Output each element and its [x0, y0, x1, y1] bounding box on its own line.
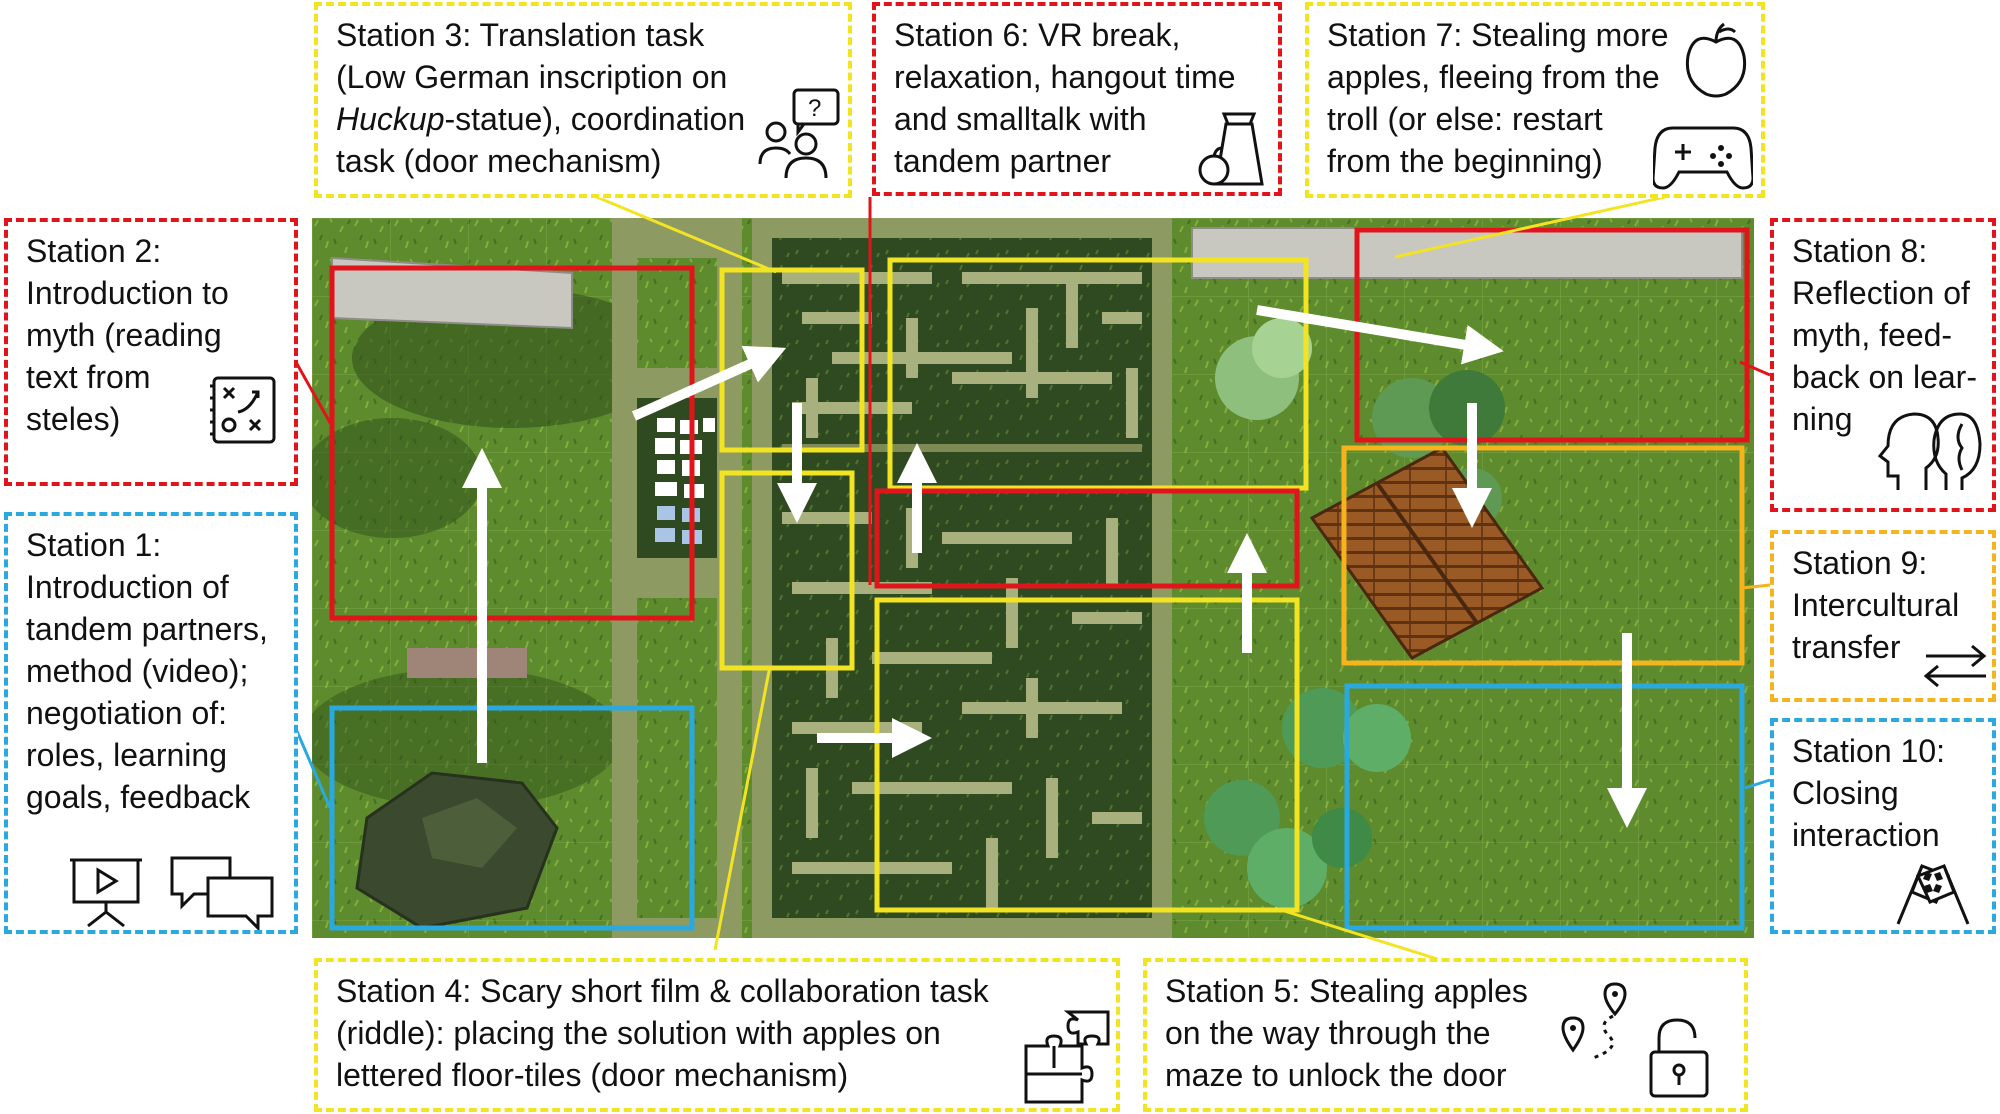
station-6-frame: [874, 488, 1300, 589]
station-5-box: Station 5: Stealing apples on the way th…: [1143, 958, 1748, 1112]
station-1-box: Station 1: Introduction of tandem partne…: [4, 512, 298, 934]
station-7-maze-frame: [887, 257, 1309, 491]
heads-reflection-icon: [1874, 408, 1984, 494]
station-1-text: Station 1: Introduction of tandem partne…: [26, 527, 268, 815]
station-3-text: Station 3: Translation task (Low German …: [336, 14, 836, 182]
vr-world-top-view: [312, 218, 1754, 938]
checkered-flags-icon: [1892, 862, 1974, 926]
station-2-box: Station 2: Introduction to myth (reading…: [4, 218, 298, 486]
station-3-text-italic: Huckup: [336, 101, 445, 137]
svg-text:?: ?: [808, 95, 821, 122]
maze-walls: [782, 272, 1142, 908]
low-poly-trees: [1204, 318, 1505, 908]
station-10-box: Station 10: Closing interaction: [1770, 718, 1996, 934]
station-10-frame: [1344, 683, 1745, 931]
question-people-icon: ?: [756, 86, 846, 180]
station-6-text: Station 6: VR break, relaxation, hangout…: [894, 17, 1236, 179]
exchange-arrows-icon: [1924, 644, 1988, 688]
station-8-text: Station 8: Reflection of myth, feed- bac…: [1792, 233, 1977, 437]
station-5-text: Station 5: Stealing apples on the way th…: [1165, 973, 1528, 1093]
station-6-box: Station 6: VR break, relaxation, hangout…: [872, 2, 1282, 196]
station-2-text: Station 2: Introduction to myth (reading…: [26, 233, 229, 437]
station-3-box: Station 3: Translation task (Low German …: [314, 2, 852, 198]
presentation-board-icon: [68, 852, 144, 928]
station-2-frame: [329, 265, 695, 621]
station-4-box: Station 4: Scary short film & collaborat…: [314, 958, 1120, 1112]
apple-icon: [1683, 20, 1749, 100]
gamepad-icon: [1653, 122, 1753, 192]
route-arrows: [462, 305, 1647, 828]
route-pins-icon: [1557, 980, 1633, 1062]
station-3-text-a: Station 3: Translation task (Low German …: [336, 17, 728, 95]
station-9-frame: [1341, 445, 1745, 666]
station-9-text: Station 9: Intercultural transfer: [1792, 545, 1960, 665]
station-10-text: Station 10: Closing interaction: [1792, 733, 1945, 853]
station-9-box: Station 9: Intercultural transfer: [1770, 530, 1996, 702]
station-3-text-b: -statue), coordination task (door mechan…: [336, 101, 746, 179]
puzzle-icon: [1018, 1008, 1114, 1104]
station-7-box: Station 7: Stealing more apples, fleeing…: [1305, 2, 1765, 198]
station-8-frame: [1354, 227, 1750, 443]
strategy-notebook-icon: [208, 374, 280, 446]
station-8-box: Station 8: Reflection of myth, feed- bac…: [1770, 218, 1996, 512]
unlocked-padlock-icon: [1645, 1016, 1715, 1106]
station-5-frame: [874, 597, 1300, 913]
station-1-frame: [329, 705, 695, 931]
chat-bubbles-icon: [168, 852, 278, 930]
station-4-frame: [719, 470, 855, 671]
snack-bag-icon: [1196, 106, 1268, 190]
station-7-text: Station 7: Stealing more apples, fleeing…: [1327, 17, 1669, 179]
station-4-text: Station 4: Scary short film & collaborat…: [336, 973, 989, 1093]
